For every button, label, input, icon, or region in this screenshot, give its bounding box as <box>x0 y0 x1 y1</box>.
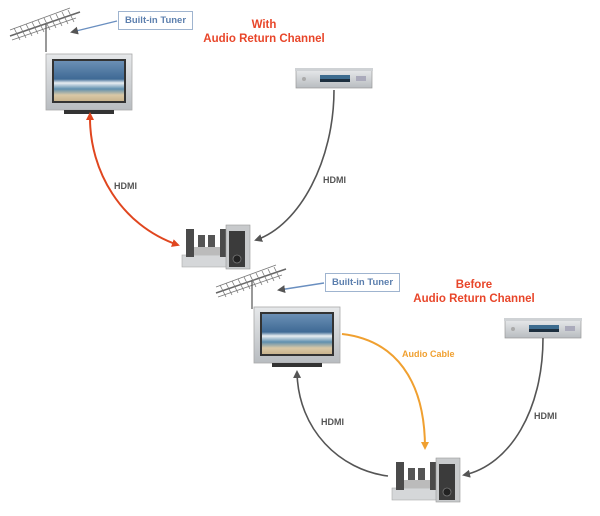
tuner-pointer-arrow <box>277 282 325 294</box>
hdmi-label-tv: HDMI <box>321 417 344 427</box>
audio-cable <box>341 333 429 450</box>
hdmi-label-dvd: HDMI <box>323 175 346 185</box>
title-line-1: Before <box>455 279 493 291</box>
built-in-tuner-label: Built-in Tuner <box>325 273 401 292</box>
top-diagram <box>9 7 374 270</box>
hdmi-dvd-cable <box>462 337 544 478</box>
hdmi-label-tv: HDMI <box>114 181 137 191</box>
bottom-diagram <box>215 264 583 503</box>
dvd-player-icon <box>294 67 374 89</box>
tuner-pointer-arrow <box>70 20 118 35</box>
antenna-icon <box>9 7 81 53</box>
tv-icon <box>45 53 133 115</box>
home-theater-receiver-icon <box>391 457 461 503</box>
hdmi-label-dvd: HDMI <box>534 411 557 421</box>
tv-icon <box>253 306 341 368</box>
built-in-tuner-label: Built-in Tuner <box>118 11 194 30</box>
hdmi-arc-cable <box>86 112 180 247</box>
dvd-player-icon <box>503 317 583 339</box>
title-line-2: Audio Return Channel <box>203 33 325 45</box>
home-theater-receiver-icon <box>181 224 251 270</box>
audio-cable-label: Audio Cable <box>402 349 455 359</box>
title-line-2: Audio Return Channel <box>413 293 535 305</box>
diagram-title-with-arc: With Audio Return Channel <box>195 18 333 46</box>
hdmi-receiver-to-tv-cable <box>293 370 389 477</box>
title-line-1: With <box>251 19 277 31</box>
antenna-icon <box>215 264 287 310</box>
hdmi-dvd-cable <box>254 89 335 242</box>
diagram-title-before-arc: Before Audio Return Channel <box>405 278 543 306</box>
